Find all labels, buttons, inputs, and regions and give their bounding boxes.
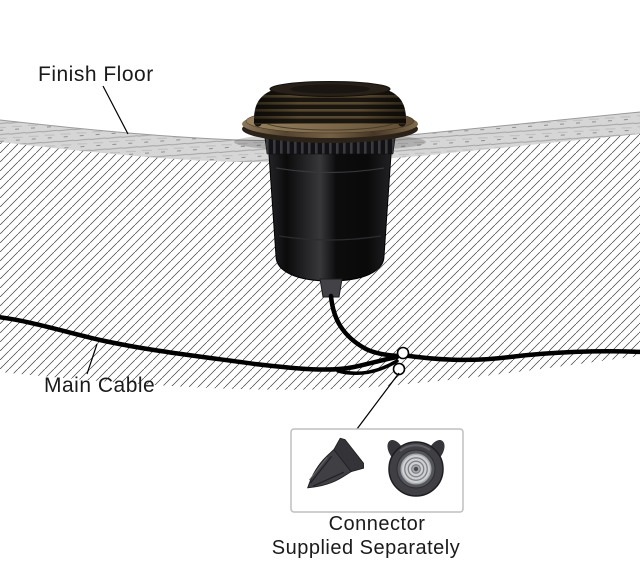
- cable-slack-strand: [336, 359, 399, 375]
- finish-floor-label: Finish Floor: [38, 63, 154, 86]
- main-cable-label: Main Cable: [44, 374, 155, 397]
- main-cable-left: [0, 315, 400, 372]
- connector-note-line2: Supplied Separately: [272, 537, 461, 559]
- wire-nut-marker-bottom: [392, 362, 406, 376]
- finish-floor-leader-line: [102, 85, 129, 135]
- fixture-pigtail-cable: [328, 293, 400, 359]
- fixture-cap-top-inner: [290, 84, 370, 94]
- wire-nut-highlight: [309, 457, 328, 481]
- wire-nut-wings: [333, 437, 365, 473]
- main-cable-right: [399, 348, 640, 363]
- wire-nut-ridges: [310, 456, 345, 487]
- cables: [0, 293, 640, 376]
- finish-floor-surface-band: [0, 112, 640, 163]
- front-nut-center: [413, 466, 419, 472]
- front-nut-spring-coil: [402, 455, 430, 483]
- wire-nut-marker-top: [396, 346, 410, 360]
- wire-connector-side-icon: [307, 437, 365, 489]
- fixture-body-seam-lower: [278, 235, 382, 241]
- connector-note-line1: Connector: [329, 513, 426, 535]
- connector-box: [290, 428, 464, 513]
- cable-gland: [319, 278, 343, 298]
- connector-pointer-line: [356, 372, 400, 430]
- well-light-fixture: [234, 81, 426, 298]
- fixture-body-seam-upper: [275, 167, 385, 174]
- fixture-body: [267, 139, 393, 282]
- wire-connector-front-icon: [387, 440, 445, 497]
- main-cable-leader-line: [86, 343, 98, 375]
- front-nut-highlight: [399, 444, 431, 452]
